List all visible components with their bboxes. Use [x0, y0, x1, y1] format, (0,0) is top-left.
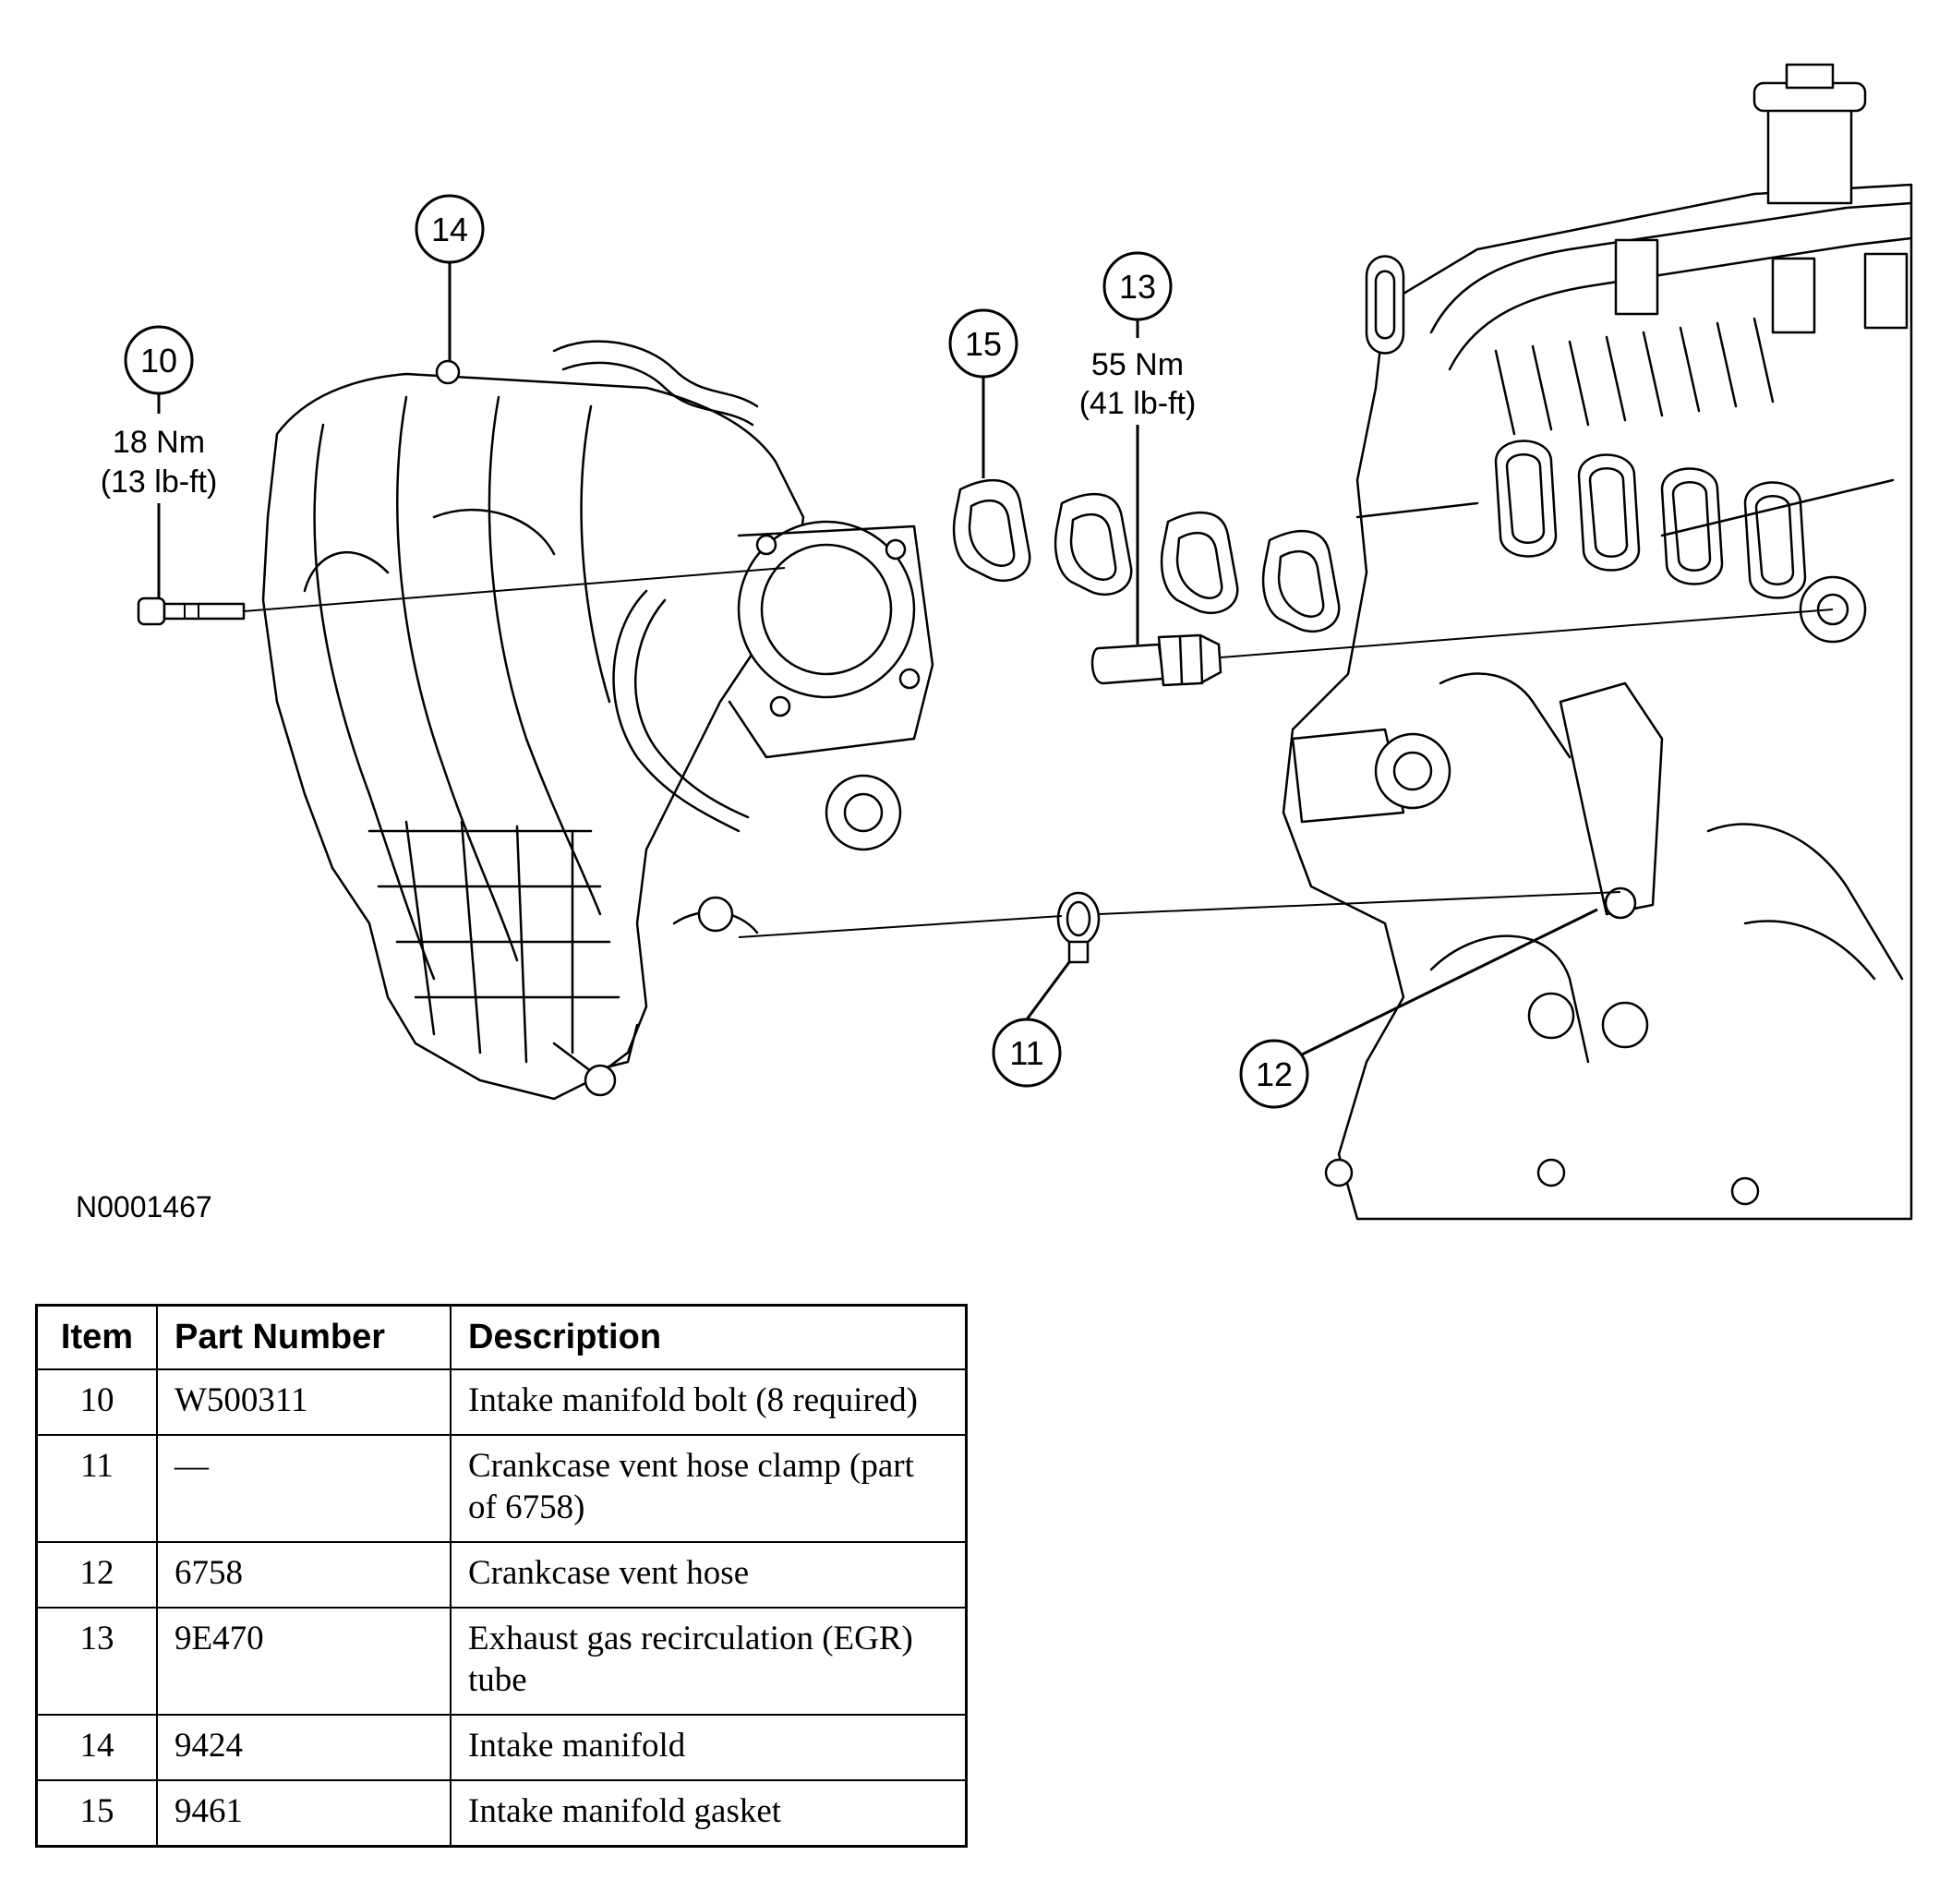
callout-13: 13 55 Nm (41 lb-ft): [1079, 251, 1197, 645]
cell-item: 12: [35, 1541, 158, 1609]
cell-item: 14: [35, 1714, 158, 1781]
callout-13-torque-nm: 55 Nm: [1091, 347, 1184, 382]
cell-part-number: W500311: [156, 1368, 452, 1436]
callout-13-torque-lbft: (41 lb-ft): [1079, 386, 1197, 421]
cell-item: 13: [35, 1607, 158, 1716]
cell-part-number: 9E470: [156, 1607, 452, 1716]
callout-10-torque-nm: 18 Nm: [113, 425, 205, 460]
callout-12: 12: [1239, 908, 1598, 1109]
callout-15-number: 15: [965, 325, 1002, 363]
callout-15: 15: [948, 308, 1018, 478]
intake-manifold-drawing: [261, 340, 934, 1101]
callout-10: 10 18 Nm (13 lb-ft): [101, 325, 218, 598]
table-row: 13 9E470 Exhaust gas recirculation (EGR)…: [35, 1607, 968, 1716]
callout-14-number: 14: [431, 211, 468, 248]
callout-10-number: 10: [140, 342, 177, 380]
cell-part-number: —: [156, 1434, 452, 1543]
cell-description: Intake manifold: [450, 1714, 968, 1781]
callout-11-number: 11: [1009, 1034, 1043, 1072]
cell-part-number: 9461: [156, 1779, 452, 1848]
table-row: 14 9424 Intake manifold: [35, 1714, 968, 1781]
egr-tube-drawing: [1090, 633, 1222, 687]
header-item: Item: [35, 1304, 158, 1370]
figure-id: N0001467: [76, 1190, 212, 1223]
cell-description: Crankcase vent hose: [450, 1541, 968, 1609]
table-row: 15 9461 Intake manifold gasket: [35, 1779, 968, 1848]
callout-10-torque-lbft: (13 lb-ft): [101, 464, 218, 500]
table-row: 11 — Crankcase vent hose clamp (part of …: [35, 1434, 968, 1543]
exploded-view-diagram: 10 18 Nm (13 lb-ft) 14 15 13 55 Nm (41 l…: [76, 63, 1913, 1223]
cell-description: Crankcase vent hose clamp (part of 6758): [450, 1434, 968, 1543]
cell-description: Intake manifold gasket: [450, 1779, 968, 1848]
cell-description: Intake manifold bolt (8 required): [450, 1368, 968, 1436]
table-row: 10 W500311 Intake manifold bolt (8 requi…: [35, 1368, 968, 1436]
cell-part-number: 6758: [156, 1541, 452, 1609]
header-part-number: Part Number: [156, 1304, 452, 1370]
cell-item: 15: [35, 1779, 158, 1848]
intake-manifold-bolt-drawing: [137, 597, 246, 626]
cell-part-number: 9424: [156, 1714, 452, 1781]
table-row: 12 6758 Crankcase vent hose: [35, 1541, 968, 1609]
callout-12-number: 12: [1256, 1055, 1293, 1093]
crankcase-vent-hose-clamp-drawing: [1056, 891, 1101, 964]
callout-13-number: 13: [1119, 268, 1156, 306]
alignment-lines: [243, 567, 1834, 938]
table-header-row: Item Part Number Description: [35, 1304, 968, 1370]
callout-11: 11: [992, 961, 1071, 1088]
callout-14: 14: [415, 194, 485, 361]
parts-table: Item Part Number Description 10 W500311 …: [35, 1304, 968, 1848]
engine-cylinder-head-drawing: [1282, 63, 1913, 1221]
intake-manifold-gaskets-drawing: [952, 478, 1341, 633]
cell-item: 10: [35, 1368, 158, 1436]
cell-description: Exhaust gas recirculation (EGR) tube: [450, 1607, 968, 1716]
header-description: Description: [450, 1304, 968, 1370]
cell-item: 11: [35, 1434, 158, 1543]
